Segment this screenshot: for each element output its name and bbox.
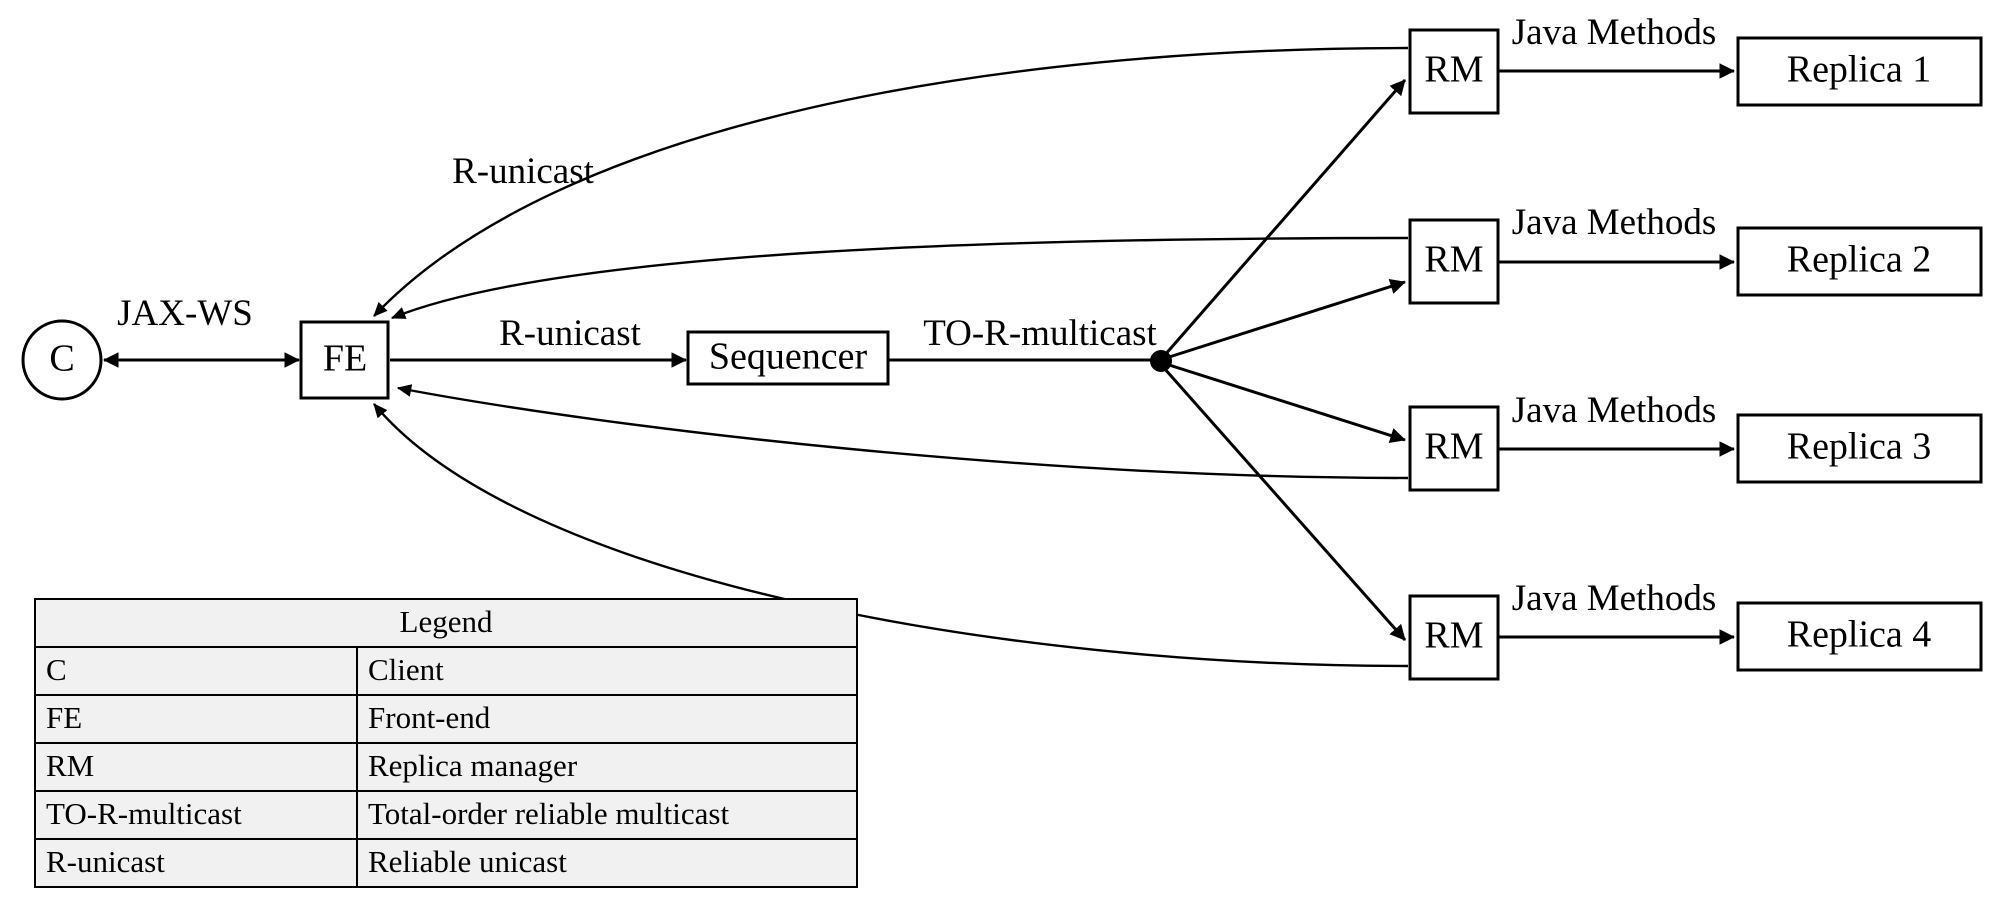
node-replica-3-label: Replica 3 — [1787, 426, 1932, 468]
legend-row: RM Replica manager — [34, 742, 858, 792]
legend-row: C Client — [34, 646, 858, 696]
node-sequencer[interactable] — [686, 330, 890, 386]
edge-label-to-r-multicast: TO-R-multicast — [923, 313, 1157, 354]
legend-definition-rm: Replica manager — [356, 742, 858, 792]
edge-rm1-frontend-return — [373, 46, 1409, 317]
edge-label-return-r-unicast: R-unicast — [452, 151, 595, 192]
edge-rm2-frontend-return — [390, 236, 1409, 320]
node-replica-3[interactable] — [1736, 413, 1983, 484]
legend-term-fe: FE — [34, 694, 358, 744]
node-frontend[interactable] — [299, 320, 390, 400]
node-rm-4-label: RM — [1424, 615, 1483, 657]
node-rm-2[interactable] — [1408, 218, 1500, 305]
node-replica-1-label: Replica 1 — [1787, 49, 1932, 91]
edge-label-java-methods-2: Java Methods — [1512, 202, 1717, 243]
legend-title-row: Legend — [34, 598, 858, 648]
edge-label-fe-sequencer-r-unicast: R-unicast — [499, 313, 642, 354]
node-replica-2-label: Replica 2 — [1787, 239, 1932, 281]
edge-label-java-methods-1: Java Methods — [1512, 12, 1717, 53]
legend-definition-r-unicast: Reliable unicast — [356, 838, 858, 888]
legend-definition-fe: Front-end — [356, 694, 858, 744]
edge-junction-rm-2 — [1165, 279, 1406, 360]
node-sequencer-label: Sequencer — [709, 336, 868, 378]
legend-table: Legend C Client FE Front-end RM Replica … — [34, 598, 858, 888]
legend-row: R-unicast Reliable unicast — [34, 838, 858, 888]
edge-label-java-methods-3: Java Methods — [1512, 390, 1717, 431]
node-client[interactable] — [21, 319, 103, 401]
node-rm-3-label: RM — [1424, 426, 1483, 468]
node-rm-1[interactable] — [1408, 28, 1500, 115]
node-replica-4-label: Replica 4 — [1787, 614, 1932, 656]
node-replica-4[interactable] — [1736, 601, 1983, 672]
legend-definition-c: Client — [356, 646, 858, 696]
node-frontend-label: FE — [323, 338, 367, 380]
node-replica-2[interactable] — [1736, 226, 1983, 297]
multicast-junction-dot — [1150, 350, 1172, 372]
legend-term-to-r-multicast: TO-R-multicast — [34, 790, 358, 840]
legend-term-r-unicast: R-unicast — [34, 838, 358, 888]
node-client-label: C — [49, 338, 74, 380]
edge-junction-rm-4 — [1162, 367, 1407, 641]
legend-term-rm: RM — [34, 742, 358, 792]
node-replica-1[interactable] — [1736, 36, 1983, 107]
node-rm-4[interactable] — [1408, 594, 1500, 681]
legend-definition-to-r-multicast: Total-order reliable multicast — [356, 790, 858, 840]
legend-term-c: C — [34, 646, 358, 696]
node-rm-2-label: RM — [1424, 239, 1483, 281]
legend-title: Legend — [34, 598, 858, 648]
edge-junction-rm-3 — [1165, 362, 1406, 443]
edge-junction-rm-1 — [1162, 79, 1407, 357]
edge-label-jax-ws: JAX-WS — [117, 293, 253, 334]
node-rm-3[interactable] — [1408, 405, 1500, 492]
edge-rm3-frontend-return — [396, 384, 1409, 480]
legend-row: TO-R-multicast Total-order reliable mult… — [34, 790, 858, 840]
edge-label-java-methods-4: Java Methods — [1512, 578, 1717, 619]
legend-row: FE Front-end — [34, 694, 858, 744]
node-rm-1-label: RM — [1424, 49, 1483, 91]
